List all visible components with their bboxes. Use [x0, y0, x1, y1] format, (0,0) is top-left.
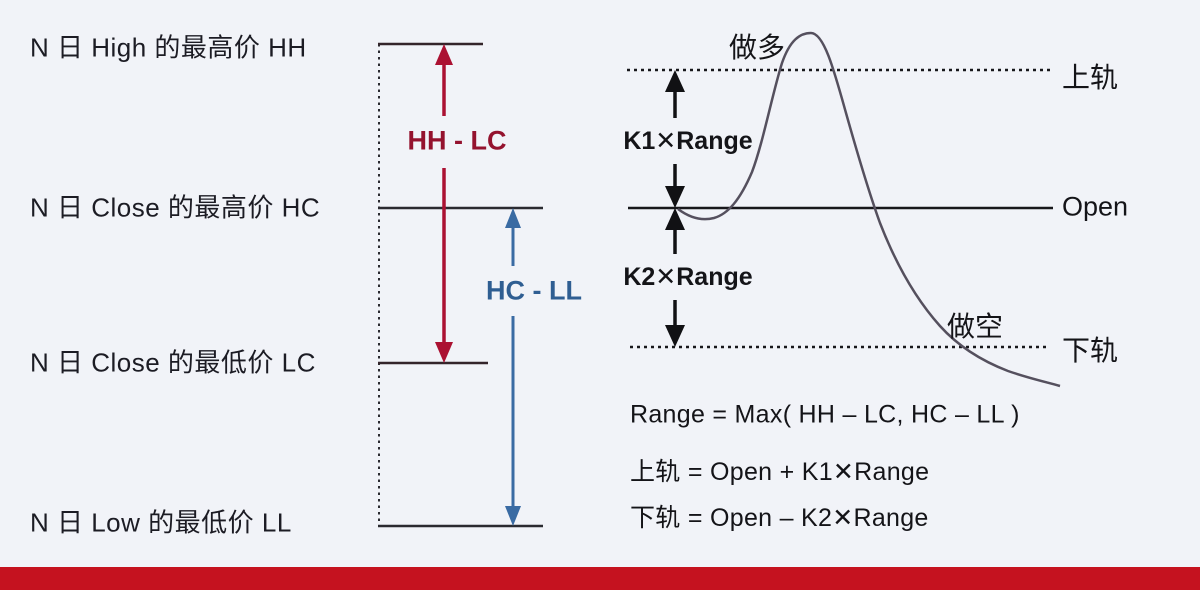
footer-accent-bar — [0, 567, 1200, 590]
label-hc: N 日 Close 的最高价 HC — [30, 192, 321, 223]
label-ll: N 日 Low 的最低价 LL — [30, 507, 292, 538]
formula-lower-band: 下轨 = Open – K2✕Range — [630, 504, 929, 532]
label-lc: N 日 Close 的最低价 LC — [30, 347, 316, 378]
upper-band-label: 上轨 — [1062, 62, 1119, 93]
hh-lc-label: HH - LC — [401, 125, 513, 157]
blue-range-arrow — [505, 208, 521, 526]
label-hh: N 日 High 的最高价 HH — [30, 32, 307, 63]
k2-range-label: K2✕Range — [623, 263, 753, 291]
formula-upper-band: 上轨 = Open + K1✕Range — [630, 458, 930, 486]
lower-band-label: 下轨 — [1062, 335, 1119, 366]
k1-range-arrow — [665, 70, 685, 208]
formula-range: Range = Max( HH – LC, HC – LL ) — [630, 400, 1020, 429]
open-label: Open — [1062, 191, 1129, 222]
k1-range-label: K1✕Range — [623, 127, 753, 155]
price-curve — [677, 31, 1061, 388]
go-short-label: 做空 — [946, 311, 1004, 342]
k2-range-arrow — [665, 208, 685, 347]
hc-ll-label: HC - LL — [480, 275, 588, 307]
go-long-label: 做多 — [728, 32, 786, 63]
red-range-arrow — [435, 44, 453, 363]
